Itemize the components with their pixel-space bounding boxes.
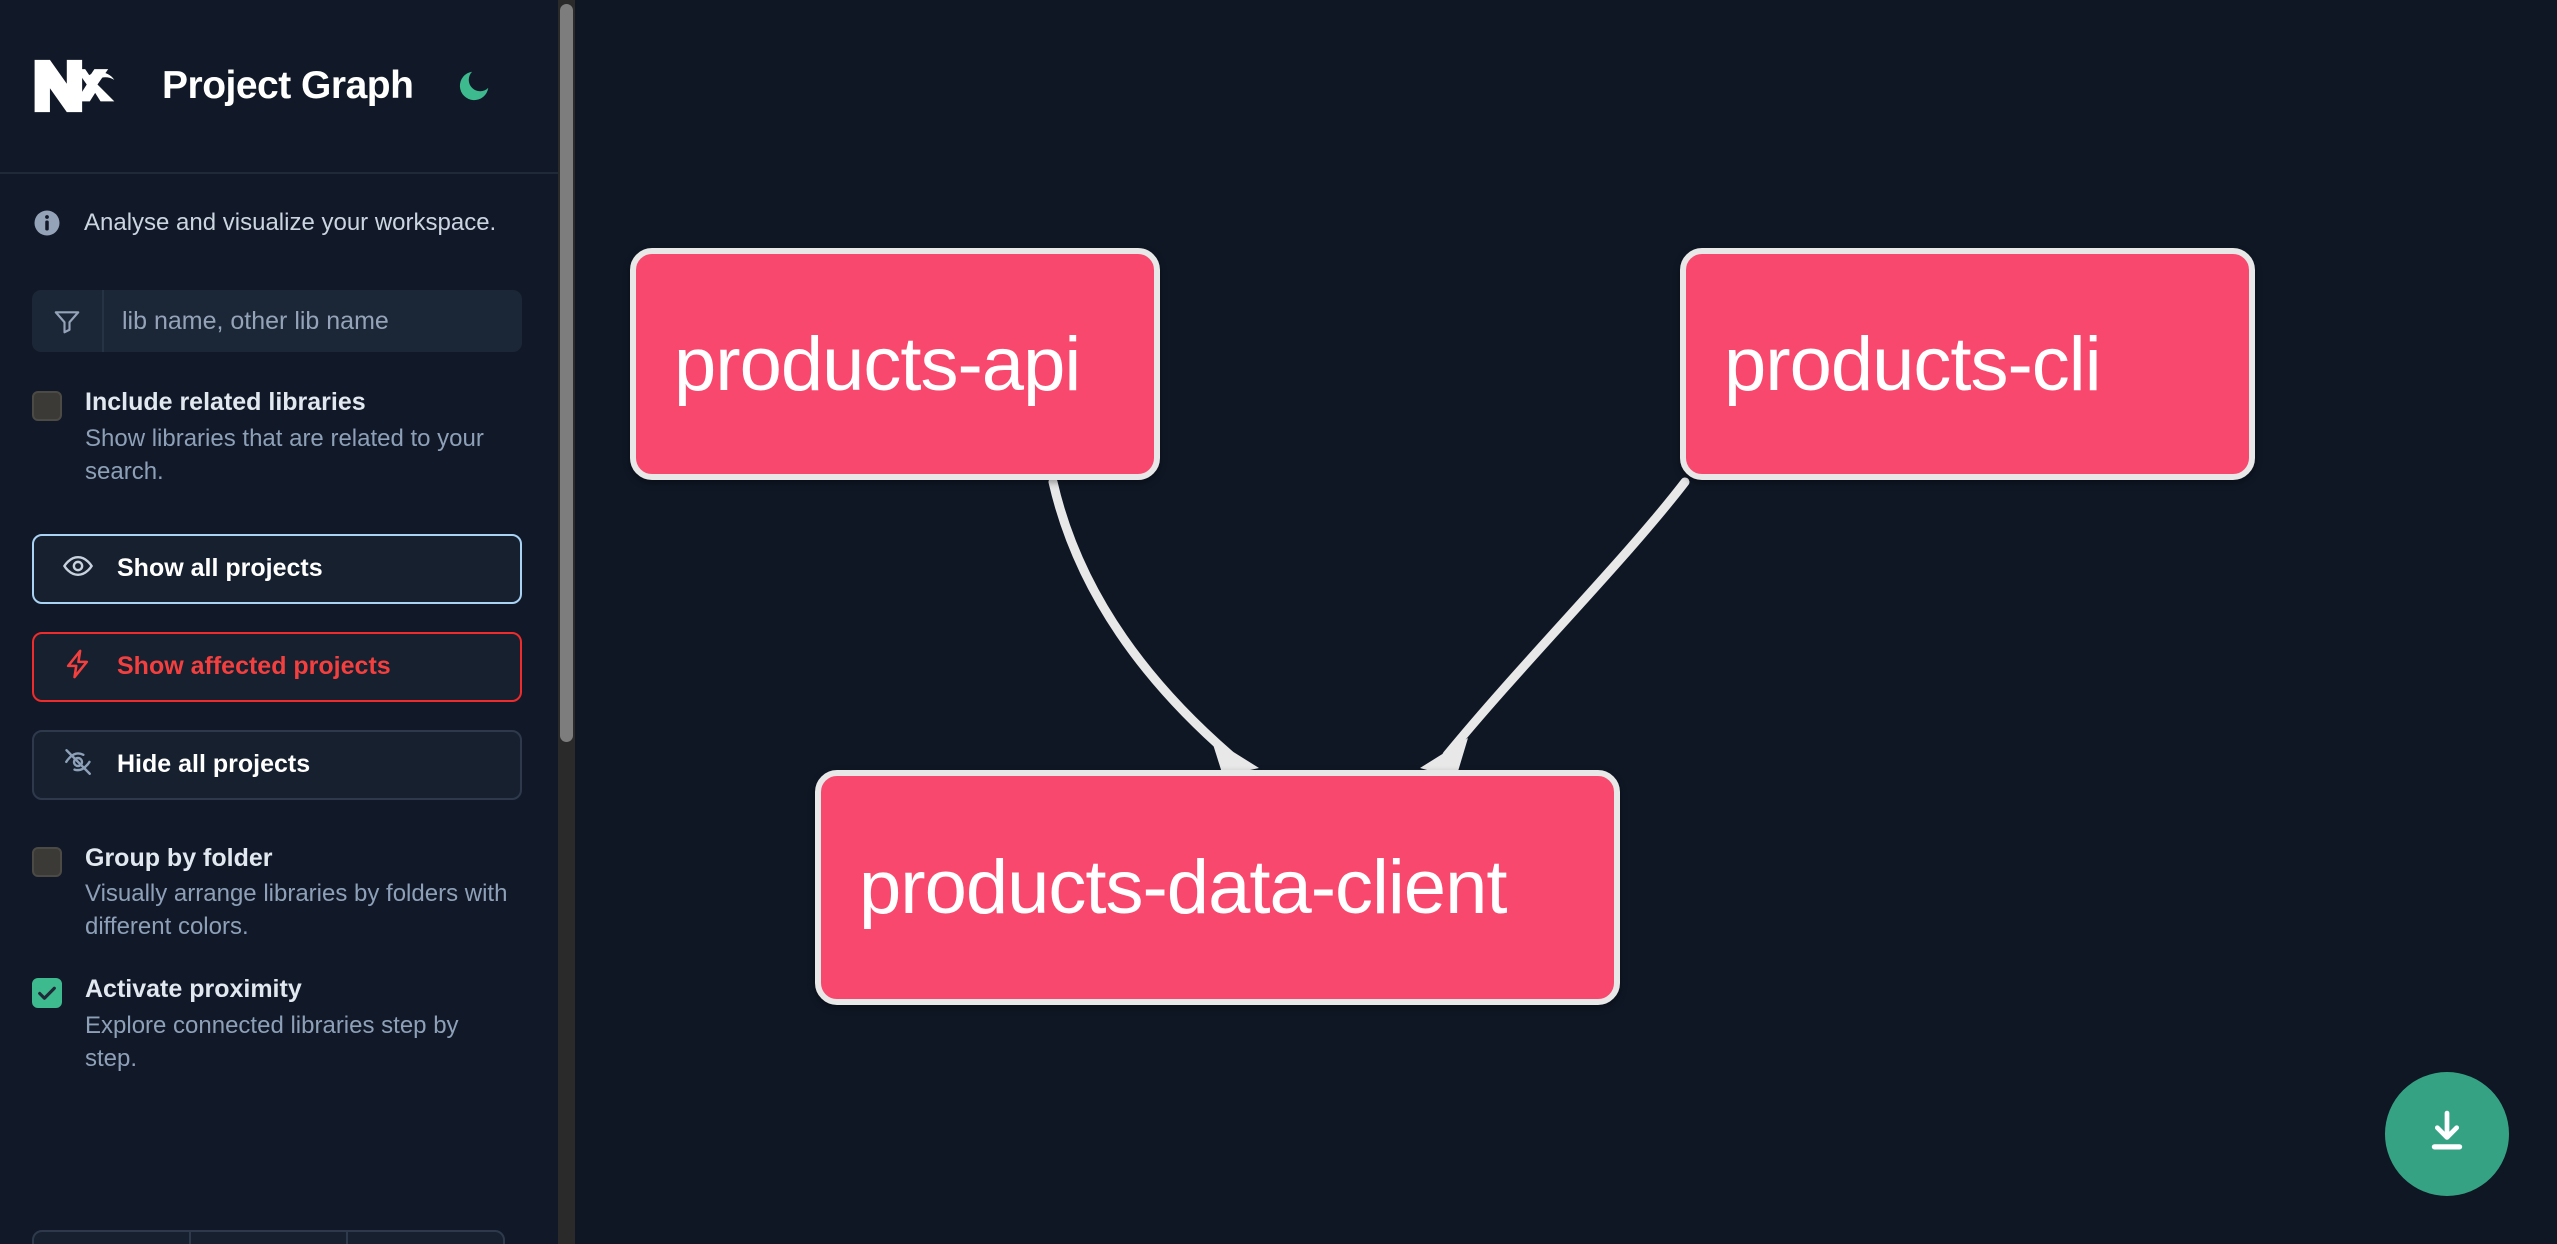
checkbox-group-by-folder[interactable] bbox=[32, 846, 62, 877]
segment-3[interactable] bbox=[348, 1232, 503, 1244]
option-include-related-libraries[interactable]: Include related libraries Show libraries… bbox=[0, 352, 558, 488]
hide-all-projects-button[interactable]: Hide all projects bbox=[32, 729, 522, 800]
show-affected-projects-button[interactable]: Show affected projects bbox=[32, 631, 522, 702]
show-all-projects-button[interactable]: Show all projects bbox=[32, 533, 522, 604]
option-description: Explore connected libraries step by step… bbox=[85, 1011, 459, 1073]
graph-node-label: products-cli bbox=[1724, 321, 2102, 407]
search-input[interactable] bbox=[104, 290, 522, 352]
graph-node-products-data-client[interactable]: products-data-client bbox=[815, 770, 1620, 1005]
option-body: Include related libraries Show libraries… bbox=[85, 386, 515, 488]
sidebar-scrollbar[interactable] bbox=[558, 0, 575, 1244]
proximity-step-segmented-control[interactable] bbox=[32, 1230, 505, 1244]
option-title: Activate proximity bbox=[85, 975, 302, 1004]
sidebar-scroll-area: Project Graph Analyse and visualize yo bbox=[0, 0, 558, 1244]
search-box[interactable] bbox=[32, 290, 522, 352]
eye-icon bbox=[62, 550, 94, 587]
sidebar-header: Project Graph bbox=[0, 0, 558, 174]
info-icon bbox=[32, 208, 62, 238]
edge-products-api-to-products-data-client bbox=[1048, 477, 1235, 760]
segment-1[interactable] bbox=[34, 1232, 191, 1244]
graph-node-products-api[interactable]: products-api bbox=[630, 248, 1160, 480]
graph-edges bbox=[1048, 477, 1690, 778]
moon-icon[interactable] bbox=[455, 67, 493, 105]
sidebar: Project Graph Analyse and visualize yo bbox=[0, 0, 575, 1244]
graph-node-label: products-api bbox=[674, 321, 1081, 407]
graph-node-products-cli[interactable]: products-cli bbox=[1680, 248, 2255, 480]
option-group-by-folder[interactable]: Group by folder Visually arrange librari… bbox=[0, 800, 558, 944]
checkbox-include-related-libraries[interactable] bbox=[32, 391, 62, 421]
sidebar-scrollbar-thumb[interactable] bbox=[560, 4, 573, 742]
hide-all-projects-label: Hide all projects bbox=[117, 750, 311, 779]
search-section bbox=[0, 238, 558, 352]
eye-off-icon bbox=[62, 746, 94, 783]
sidebar-tagline-text: Analyse and visualize your workspace. bbox=[84, 209, 497, 236]
funnel-icon bbox=[32, 290, 104, 352]
lightning-icon bbox=[62, 648, 94, 685]
option-description: Show libraries that are related to your … bbox=[85, 424, 484, 485]
checkbox-activate-proximity[interactable] bbox=[32, 978, 62, 1009]
nx-logo-icon bbox=[30, 55, 122, 117]
option-activate-proximity[interactable]: Activate proximity Explore connected lib… bbox=[0, 943, 558, 1075]
arrowhead-products-cli bbox=[1420, 738, 1468, 778]
show-all-projects-label: Show all projects bbox=[117, 554, 323, 583]
page-title: Project Graph bbox=[162, 64, 414, 107]
graph-canvas[interactable]: products-api products-cli products-data-… bbox=[575, 0, 2557, 1244]
option-description: Visually arrange libraries by folders wi… bbox=[85, 880, 508, 941]
download-graph-button[interactable] bbox=[2385, 1072, 2509, 1196]
graph-node-label: products-data-client bbox=[859, 845, 1507, 930]
show-affected-projects-label: Show affected projects bbox=[117, 652, 391, 681]
edge-products-cli-to-products-data-client bbox=[1442, 477, 1690, 760]
arrowhead-products-api bbox=[1211, 738, 1259, 776]
download-icon bbox=[2420, 1105, 2474, 1164]
option-title: Group by folder bbox=[85, 843, 273, 872]
option-body: Group by folder Visually arrange librari… bbox=[85, 842, 515, 944]
projects-button-group: Show all projects Show affected projects bbox=[0, 488, 558, 800]
option-body: Activate proximity Explore connected lib… bbox=[85, 973, 515, 1075]
sidebar-tagline: Analyse and visualize your workspace. bbox=[0, 174, 558, 238]
option-title: Include related libraries bbox=[85, 388, 366, 416]
segment-2[interactable] bbox=[191, 1232, 348, 1244]
